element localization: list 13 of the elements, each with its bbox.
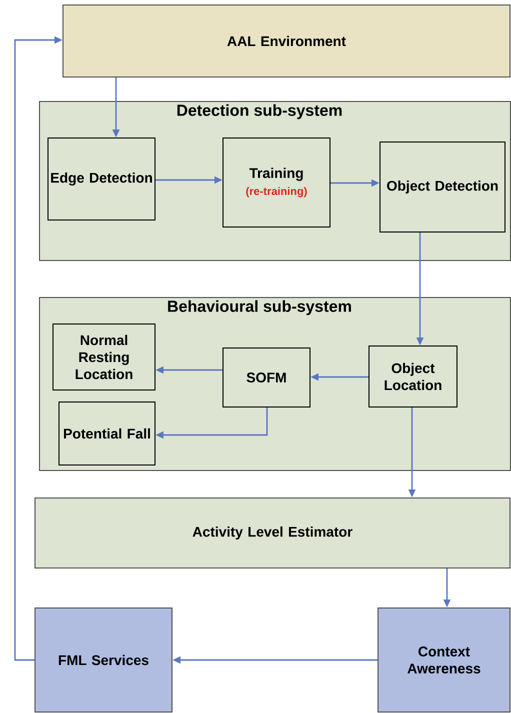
process-box: Context Awereness [378, 608, 510, 712]
panel-heading: Detection sub-system [177, 104, 342, 120]
process-box: Activity Level Estimator [34, 498, 510, 568]
process-box: Normal Resting Location [52, 324, 156, 390]
process-box: Object Detection [380, 142, 506, 232]
process-box: Edge Detection [48, 138, 156, 220]
process-box: AAL Environment [62, 4, 510, 78]
process-box: Object Location [368, 346, 458, 408]
process-box: Potential Fall [58, 402, 156, 466]
process-box: Training (re-training) [222, 138, 330, 228]
process-box: FML Services [34, 608, 172, 712]
process-box: SOFM [222, 348, 310, 408]
panel-heading: Behavioural sub-system [168, 300, 351, 316]
